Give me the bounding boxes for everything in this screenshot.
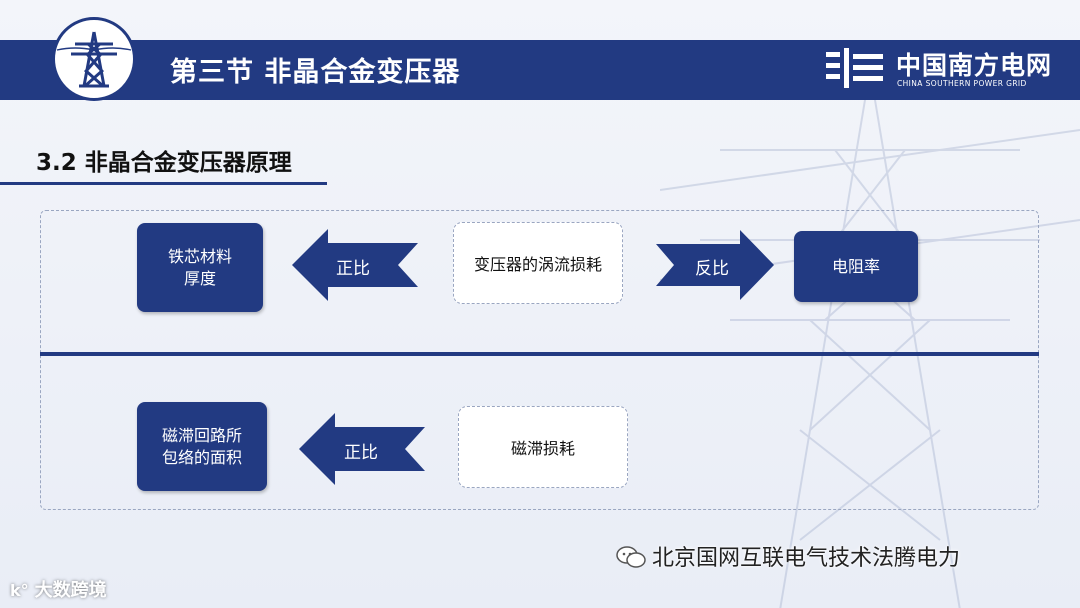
resistivity-box: 电阻率 [794,231,918,302]
top-left-arrow-label: 正比 [318,254,388,279]
eddy-loss-box: 变压器的涡流损耗 [453,222,623,304]
tower-logo [52,17,136,101]
footer-logo-icon: k° [10,581,29,600]
transmission-tower-icon [55,20,133,98]
csg-logo-icon [826,46,888,92]
panel-divider [40,352,1039,356]
section-underline [0,182,327,185]
watermark-text: 北京国网互联电气技术法腾电力 [652,546,960,571]
bottom-arrow-label: 正比 [326,438,396,463]
wechat-icon [616,545,646,569]
hysteresis-loss-box: 磁滞损耗 [458,406,628,488]
hysteresis-area-box: 磁滞回路所 包络的面积 [137,402,267,491]
brand-name-en: CHINA SOUTHERN POWER GRID [897,79,1027,88]
footer-brand-text: 大数跨境 [35,580,107,601]
core-thickness-box: 铁芯材料 厚度 [137,223,263,312]
page-title: 第三节 非晶合金变压器 [170,50,460,89]
brand-logo: 中国南方电网 CHINA SOUTHERN POWER GRID [826,46,1066,94]
brand-name-cn: 中国南方电网 [896,46,1052,82]
footer-brand: k° 大数跨境 [10,576,107,602]
section-title: 3.2 非晶合金变压器原理 [36,143,292,177]
top-right-arrow-label: 反比 [677,254,747,279]
wechat-watermark: 北京国网互联电气技术法腾电力 [616,540,960,572]
